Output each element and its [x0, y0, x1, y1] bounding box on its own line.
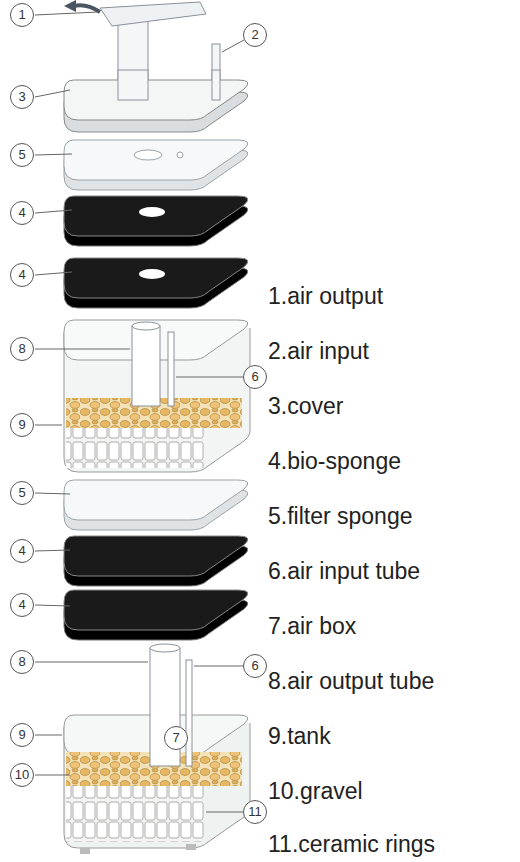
callout-number: 4 [10, 201, 34, 225]
part-label: 1.air output [268, 282, 383, 310]
callout-number: 8 [10, 650, 34, 674]
callout-number: 5 [10, 143, 34, 167]
callout-number: 8 [10, 337, 34, 361]
part-label: 9.tank [268, 722, 331, 750]
callout-number: 5 [10, 481, 34, 505]
part-label: 2.air input [268, 337, 369, 365]
part-label: 8.air output tube [268, 667, 434, 695]
callout-number: 6 [243, 654, 267, 678]
callout-number: 1 [10, 3, 34, 27]
callout-number: 6 [243, 365, 267, 389]
callout-number: 4 [10, 263, 34, 287]
callout-number: 9 [10, 413, 34, 437]
callout-number: 10 [10, 763, 34, 787]
callout-number: 11 [243, 800, 267, 824]
callout-number: 7 [164, 726, 188, 750]
part-label: 10.gravel [268, 777, 363, 805]
callout-number: 9 [10, 723, 34, 747]
part-label: 3.cover [268, 392, 343, 420]
part-label: 7.air box [268, 612, 356, 640]
callout-number: 4 [10, 539, 34, 563]
part-label: 5.filter sponge [268, 502, 412, 530]
part-label: 11.ceramic rings [268, 830, 435, 858]
callout-number: 4 [10, 593, 34, 617]
part-label: 6.air input tube [268, 557, 420, 585]
callout-number: 2 [243, 23, 267, 47]
part-label: 4.bio-sponge [268, 447, 401, 475]
callout-number: 3 [10, 85, 34, 109]
